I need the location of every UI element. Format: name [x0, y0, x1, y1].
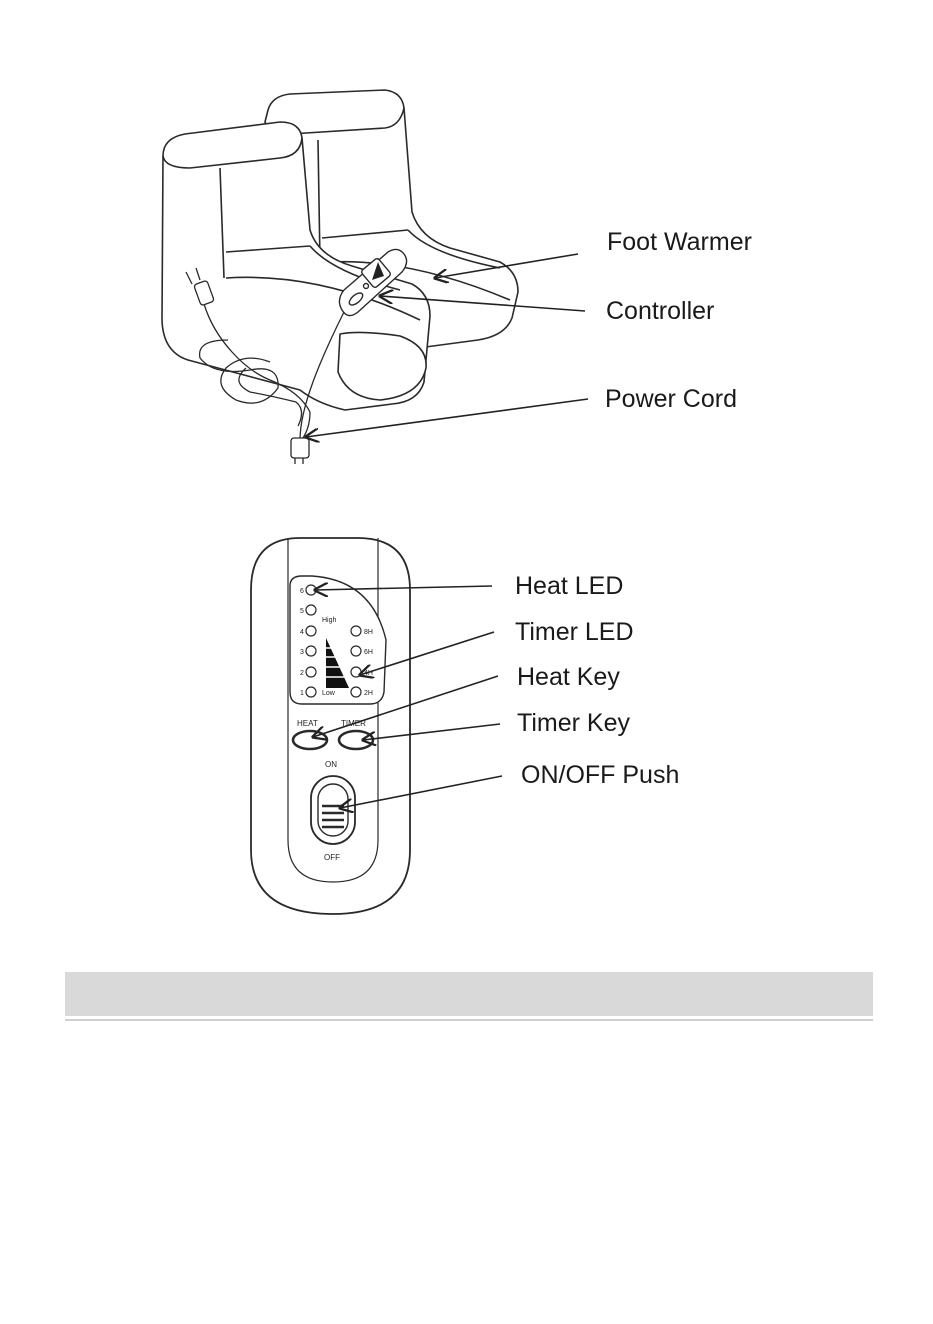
heat-level-6: 6	[300, 588, 304, 595]
section-header-bar	[65, 972, 873, 1016]
timer-led-4h	[351, 667, 361, 677]
heat-level-1: 1	[300, 690, 304, 697]
timer-level-8h: 8H	[364, 629, 373, 636]
on-label: ON	[325, 760, 337, 769]
heat-led-3	[306, 646, 316, 656]
heat-led-5	[306, 605, 316, 615]
power-cord-label: Power Cord	[605, 387, 737, 412]
foot-warmer-illustration	[162, 90, 518, 464]
heat-level-3: 3	[300, 649, 304, 656]
timer-led-8h	[351, 626, 361, 636]
timer-level-2h: 2H	[364, 690, 373, 697]
heat-level-2: 2	[300, 670, 304, 677]
heat-level-5: 5	[300, 608, 304, 615]
heat-led-2	[306, 667, 316, 677]
timer-level-6h: 6H	[364, 649, 373, 656]
heat-level-4: 4	[300, 629, 304, 636]
timer-led-6h	[351, 646, 361, 656]
on-off-push-label: ON/OFF Push	[521, 763, 679, 788]
heat-key-label: Heat Key	[517, 665, 620, 690]
low-label: Low	[322, 690, 336, 697]
timer-led-label: Timer LED	[515, 620, 634, 645]
high-label: High	[322, 617, 337, 624]
timer-led-2h	[351, 687, 361, 697]
heat-led-label: Heat LED	[515, 574, 623, 599]
heat-led-1	[306, 687, 316, 697]
controller-label: Controller	[606, 299, 714, 324]
heat-button-label: HEAT	[297, 719, 318, 728]
foot-warmer-label: Foot Warmer	[607, 230, 752, 255]
off-label: OFF	[324, 853, 340, 862]
heat-led-6	[306, 585, 316, 595]
section-divider	[65, 1019, 873, 1021]
heat-led-4	[306, 626, 316, 636]
timer-key-label: Timer Key	[517, 711, 630, 736]
